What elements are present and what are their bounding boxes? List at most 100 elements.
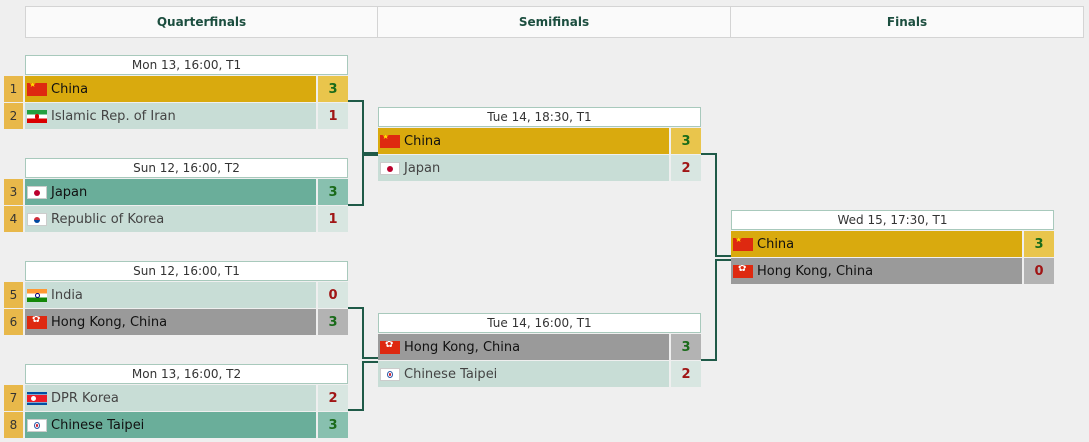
team-row[interactable]: China 3: [378, 128, 701, 154]
quarterfinal-match-4[interactable]: Mon 13, 16:00, T2 7 DPR Korea 2 8 Chines…: [4, 364, 348, 438]
team-cell[interactable]: Chinese Taipei: [25, 412, 316, 438]
hong-kong-flag-icon: [733, 264, 753, 278]
team-cell[interactable]: Chinese Taipei: [378, 361, 669, 387]
team-name: China: [757, 236, 795, 252]
connector-line: [362, 154, 378, 156]
team-row[interactable]: 2 Islamic Rep. of Iran 1: [4, 103, 348, 129]
seed-number: 6: [4, 309, 23, 335]
seed-number: 2: [4, 103, 23, 129]
connector-line: [362, 361, 378, 363]
connector-line: [715, 259, 731, 261]
team-name: Japan: [51, 184, 88, 200]
header-quarterfinals: Quarterfinals: [25, 6, 378, 38]
team-score: 0: [1024, 258, 1054, 284]
quarterfinal-match-3[interactable]: Sun 12, 16:00, T1 5 India 0 6 Hong Kong,…: [4, 261, 348, 335]
team-score: 3: [1024, 231, 1054, 257]
team-name: Japan: [404, 160, 441, 176]
india-flag-icon: [27, 288, 47, 302]
team-name: Chinese Taipei: [51, 417, 145, 433]
connector-line: [348, 307, 364, 309]
team-name: Hong Kong, China: [757, 263, 874, 279]
quarterfinal-match-1[interactable]: Mon 13, 16:00, T1 1 China 3 2 Islamic Re…: [4, 55, 348, 129]
seed-number: 1: [4, 76, 23, 102]
team-row[interactable]: Chinese Taipei 2: [378, 361, 701, 387]
team-row[interactable]: 7 DPR Korea 2: [4, 385, 348, 411]
team-row[interactable]: Hong Kong, China 0: [731, 258, 1054, 284]
match-date: Sun 12, 16:00, T1: [25, 261, 348, 281]
team-score: 3: [318, 76, 348, 102]
connector-line: [362, 357, 378, 359]
connector-line: [701, 153, 717, 155]
korea-flag-icon: [27, 212, 47, 226]
team-row[interactable]: Japan 2: [378, 155, 701, 181]
connector-line: [362, 152, 378, 154]
chinese-taipei-flag-icon: [27, 418, 47, 432]
team-name: Islamic Rep. of Iran: [51, 108, 176, 124]
team-cell[interactable]: Hong Kong, China: [731, 258, 1022, 284]
connector-line: [701, 359, 717, 361]
connector-line: [362, 100, 364, 154]
match-date: Wed 15, 17:30, T1: [731, 210, 1054, 230]
seed-number: 3: [4, 179, 23, 205]
team-score: 2: [671, 155, 701, 181]
match-date: Sun 12, 16:00, T2: [25, 158, 348, 178]
team-score: 2: [318, 385, 348, 411]
team-row[interactable]: 6 Hong Kong, China 3: [4, 309, 348, 335]
team-cell[interactable]: Hong Kong, China: [25, 309, 316, 335]
team-score: 3: [318, 412, 348, 438]
team-row[interactable]: China 3: [731, 231, 1054, 257]
final-match[interactable]: Wed 15, 17:30, T1 China 3 Hong Kong, Chi…: [731, 210, 1054, 284]
match-date: Tue 14, 18:30, T1: [378, 107, 701, 127]
team-name: Hong Kong, China: [51, 314, 168, 330]
seed-number: 5: [4, 282, 23, 308]
team-name: Republic of Korea: [51, 211, 165, 227]
team-name: China: [404, 133, 442, 149]
team-row[interactable]: 8 Chinese Taipei 3: [4, 412, 348, 438]
team-name: DPR Korea: [51, 390, 119, 406]
team-score: 1: [318, 206, 348, 232]
connector-line: [348, 100, 364, 102]
quarterfinal-match-2[interactable]: Sun 12, 16:00, T2 3 Japan 3 4 Republic o…: [4, 158, 348, 232]
team-row[interactable]: 4 Republic of Korea 1: [4, 206, 348, 232]
team-cell[interactable]: China: [378, 128, 669, 154]
team-cell[interactable]: China: [731, 231, 1022, 257]
match-date: Mon 13, 16:00, T1: [25, 55, 348, 75]
team-cell[interactable]: Hong Kong, China: [378, 334, 669, 360]
team-name: India: [51, 287, 83, 303]
seed-number: 7: [4, 385, 23, 411]
team-cell[interactable]: Japan: [378, 155, 669, 181]
team-cell[interactable]: Islamic Rep. of Iran: [25, 103, 316, 129]
iran-flag-icon: [27, 109, 47, 123]
team-cell[interactable]: China: [25, 76, 316, 102]
team-cell[interactable]: India: [25, 282, 316, 308]
team-score: 2: [671, 361, 701, 387]
team-score: 3: [318, 309, 348, 335]
team-name: China: [51, 81, 89, 97]
china-flag-icon: [733, 237, 753, 251]
team-row[interactable]: 1 China 3: [4, 76, 348, 102]
team-cell[interactable]: DPR Korea: [25, 385, 316, 411]
header-quarterfinals-label: Quarterfinals: [156, 15, 247, 29]
chinese-taipei-flag-icon: [380, 367, 400, 381]
connector-line: [715, 259, 717, 361]
team-name: Hong Kong, China: [404, 339, 521, 355]
japan-flag-icon: [27, 185, 47, 199]
team-row[interactable]: 5 India 0: [4, 282, 348, 308]
team-cell[interactable]: Republic of Korea: [25, 206, 316, 232]
team-row[interactable]: Hong Kong, China 3: [378, 334, 701, 360]
team-score: 3: [671, 334, 701, 360]
semifinal-match-2[interactable]: Tue 14, 16:00, T1 Hong Kong, China 3 Chi…: [378, 313, 701, 387]
seed-number: 4: [4, 206, 23, 232]
team-row[interactable]: 3 Japan 3: [4, 179, 348, 205]
header-finals-label: Finals: [886, 15, 928, 29]
seed-number: 8: [4, 412, 23, 438]
connector-line: [715, 153, 717, 257]
connector-line: [362, 361, 364, 411]
team-score: 1: [318, 103, 348, 129]
connector-line: [362, 154, 364, 206]
semifinal-match-1[interactable]: Tue 14, 18:30, T1 China 3 Japan 2: [378, 107, 701, 181]
team-score: 3: [318, 179, 348, 205]
connector-line: [362, 307, 364, 359]
team-cell[interactable]: Japan: [25, 179, 316, 205]
connector-line: [348, 409, 364, 411]
